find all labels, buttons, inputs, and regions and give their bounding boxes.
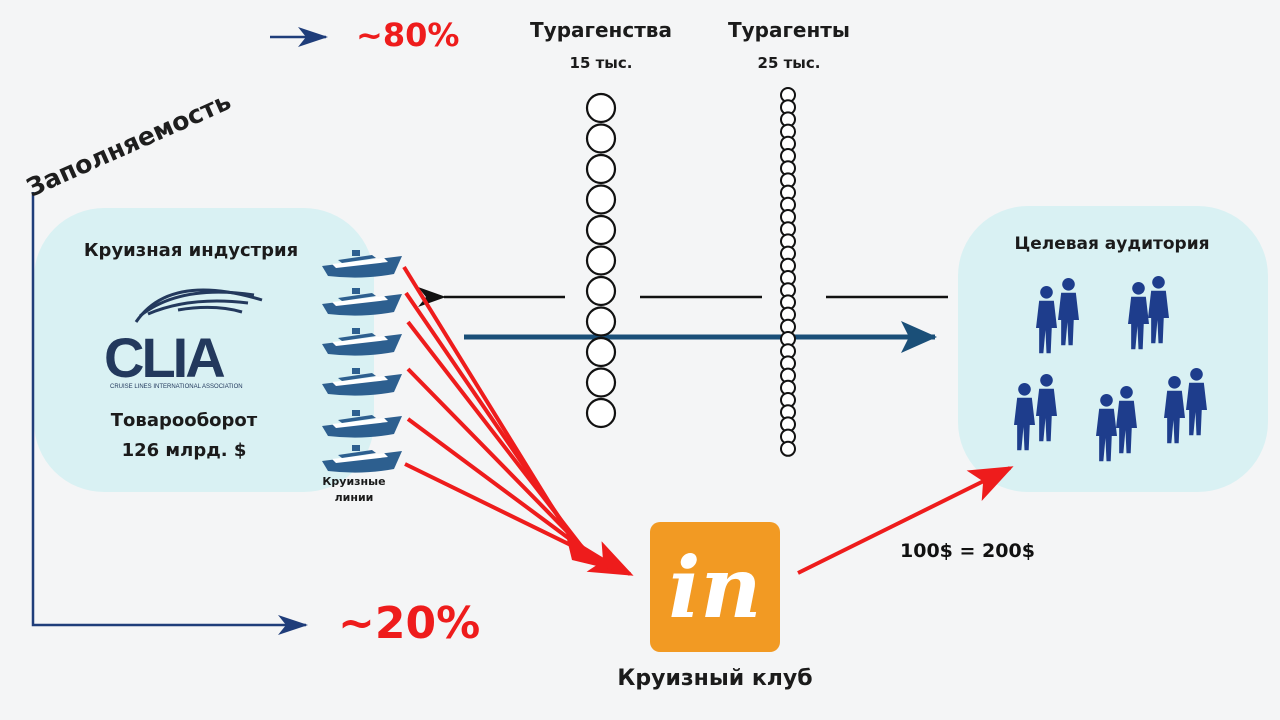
cruise-ship-icon xyxy=(322,288,402,316)
cruise-club-logo: in xyxy=(650,522,780,652)
red-arrowhead xyxy=(566,535,630,574)
agency-bead xyxy=(585,306,617,337)
person-icon xyxy=(1014,383,1035,451)
clia-swoosh-3 xyxy=(147,299,249,316)
agent-bead xyxy=(780,440,796,457)
cruise-ship-icon xyxy=(322,328,402,356)
cruise-ship-icon xyxy=(322,445,402,473)
agency-bead xyxy=(585,275,617,307)
club-logo-bg xyxy=(650,522,780,652)
cruise-ship-icon xyxy=(322,410,402,438)
person-icon xyxy=(1058,278,1079,346)
agent-beads-column xyxy=(780,87,796,457)
agency-bead xyxy=(585,214,617,246)
club-name: Круизный клуб xyxy=(617,666,813,691)
occupancy-bracket xyxy=(31,192,308,635)
cruise-lines-label-line1: Круизные xyxy=(322,475,386,488)
clia-logo-subtitle: CRUISE LINES INTERNATIONAL ASSOCIATION xyxy=(110,384,243,390)
turnover-value: 126 млрд. $ xyxy=(121,440,247,461)
cruise-lines-label: Круизные линии xyxy=(314,474,394,506)
person-icon xyxy=(1096,394,1117,462)
clia-logo-text: CLIA xyxy=(104,326,224,389)
clia-swoosh-4 xyxy=(177,305,243,314)
people-group xyxy=(1014,276,1207,462)
clia-swoosh-2 xyxy=(139,290,255,318)
person-icon xyxy=(1128,282,1149,350)
agency-bead xyxy=(585,336,617,368)
agency-bead xyxy=(585,92,617,124)
agencies-title: Турагенства xyxy=(530,18,672,42)
red-arrow-3 xyxy=(406,320,594,562)
red-arrows-group xyxy=(402,265,634,576)
industry-title: Круизная индустрия xyxy=(83,240,299,261)
agents-title: Турагенты xyxy=(727,18,850,42)
person-icon xyxy=(1186,368,1207,436)
agency-bead xyxy=(585,245,617,276)
occupancy-top-value: ~80% xyxy=(356,16,460,54)
person-icon xyxy=(1164,376,1185,444)
offer-text: 100$ = 200$ xyxy=(900,540,1035,562)
occupancy-bottom-value: ~20% xyxy=(338,598,481,649)
audience-title: Целевая аудитория xyxy=(1014,234,1210,254)
cruise-ship-icon xyxy=(322,250,402,278)
agency-bead xyxy=(585,184,617,215)
arrow-club-to-audience xyxy=(797,466,1014,575)
cruise-ship-icon xyxy=(322,368,402,396)
agency-bead xyxy=(585,397,617,429)
red-arrow-5 xyxy=(406,417,600,562)
turnover-label: Товарооборот xyxy=(110,410,258,431)
person-icon xyxy=(1116,386,1137,454)
person-icon xyxy=(1036,286,1057,354)
agency-bead xyxy=(585,367,617,398)
cruise-ships-group xyxy=(322,250,402,473)
agents-count: 25 тыс. xyxy=(757,54,821,72)
clia-logo: CLIA CRUISE LINES INTERNATIONAL ASSOCIAT… xyxy=(104,288,263,390)
agencies-count: 15 тыс. xyxy=(569,54,633,72)
person-icon xyxy=(1036,374,1057,442)
cruise-lines-label-line2: линии xyxy=(334,491,374,504)
person-icon xyxy=(1148,276,1169,344)
red-arrow-4 xyxy=(406,367,597,562)
industry-panel xyxy=(34,208,374,492)
agency-bead xyxy=(585,153,617,185)
agency-bead xyxy=(585,123,617,154)
agency-beads-column xyxy=(585,92,617,429)
club-logo-text: in xyxy=(669,538,762,637)
